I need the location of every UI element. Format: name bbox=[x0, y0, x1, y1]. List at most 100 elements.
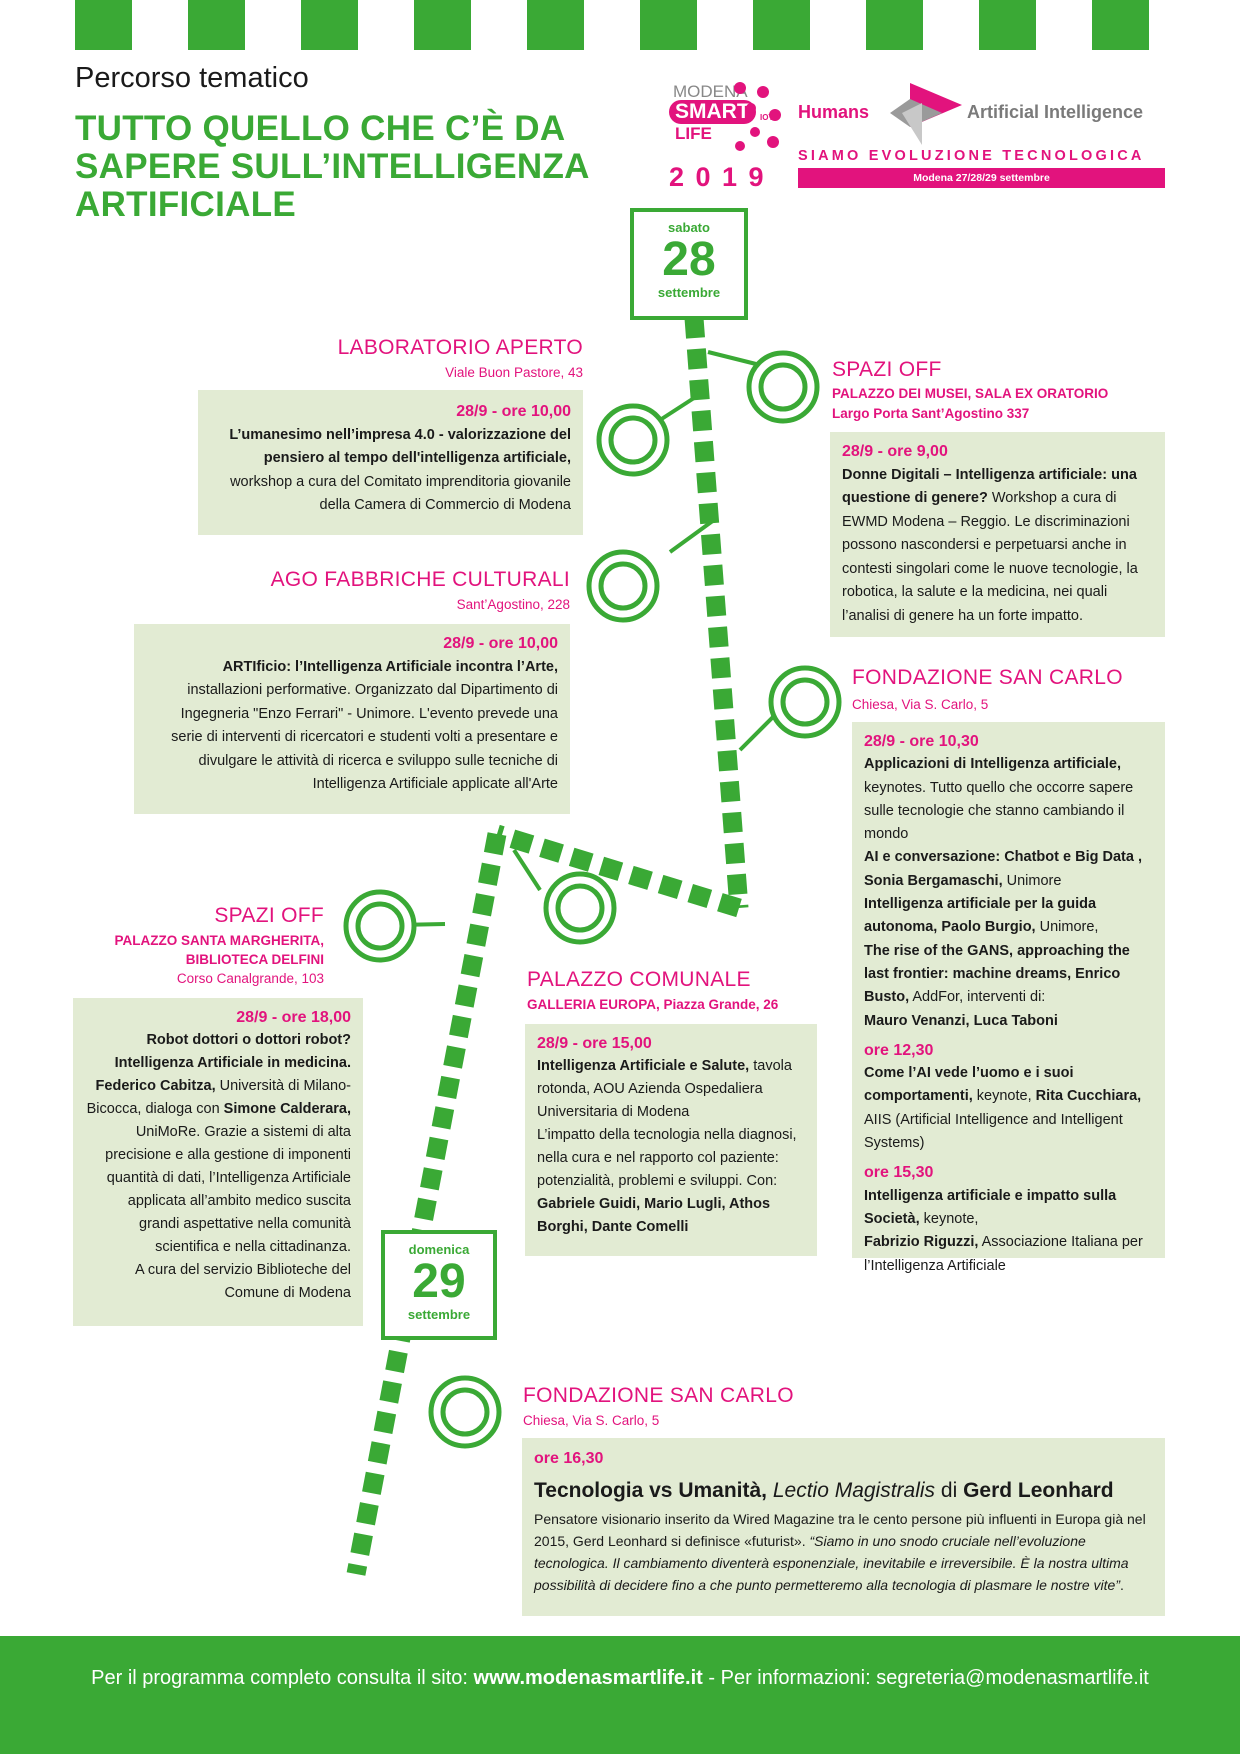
ev7-time: ore 16,30 bbox=[534, 1450, 604, 1467]
ev7-address: Chiesa, Via S. Carlo, 5 bbox=[523, 1413, 660, 1428]
ev3-time: 28/9 - ore 10,00 bbox=[443, 635, 558, 652]
ev4-t3b: keynote, bbox=[919, 1210, 979, 1227]
ev1-time: 28/9 - ore 10,00 bbox=[456, 403, 571, 420]
footer-bar: Per il programma completo consulta il si… bbox=[0, 1636, 1240, 1754]
ev4-t3a: Intelligenza artificiale e impatto sulla… bbox=[864, 1187, 1117, 1227]
ev3-address: Sant’Agostino, 228 bbox=[456, 597, 570, 612]
ev6-names: Gabriele Guidi, Mario Lugli, Athos Borgh… bbox=[537, 1196, 771, 1235]
ev7-box: ore 16,30 Tecnologia vs Umanità, Lectio … bbox=[522, 1438, 1165, 1616]
ev4-time-1: 28/9 - ore 10,30 bbox=[864, 733, 979, 750]
ev4-t2c: Rita Cucchiara, bbox=[1035, 1088, 1142, 1105]
ev3-title: ARTIficio: l’Intelligenza Artificiale in… bbox=[222, 658, 558, 675]
ev4-t1i: AddFor, interventi di: bbox=[909, 989, 1046, 1006]
logo-ai: Artificial Intelligence bbox=[967, 102, 1144, 122]
ev4-venue: FONDAZIONE SAN CARLO bbox=[852, 666, 1123, 689]
ev2-venue: SPAZI OFF bbox=[832, 358, 942, 381]
ev5-box: 28/9 - ore 18,00 Robot dottori o dottori… bbox=[73, 998, 363, 1326]
ev2-box: 28/9 - ore 9,00 Donne Digitali – Intelli… bbox=[830, 432, 1165, 637]
logo-icons bbox=[734, 82, 781, 151]
ev4-t1h: The rise of the GANS, approaching the la… bbox=[864, 942, 1130, 1006]
ev6-title: Intelligenza Artificiale e Salute, bbox=[537, 1058, 750, 1074]
ev1-box: 28/9 - ore 10,00 L’umanesimo nell’impres… bbox=[198, 390, 583, 535]
ev4-t1j: Mauro Venanzi, Luca Taboni bbox=[864, 1012, 1058, 1029]
ev1-venue: LABORATORIO APERTO bbox=[337, 336, 583, 359]
ev4-t1e: Unimore bbox=[1002, 872, 1062, 889]
logo-modena: MODENA bbox=[673, 82, 748, 101]
ev2-title: Donne Digitali – Intelligenza artificial… bbox=[842, 466, 1137, 507]
ev4-t3c: Fabrizio Riguzzi, bbox=[864, 1234, 979, 1251]
ev5-p3: Simone Calderara, bbox=[223, 1101, 351, 1117]
ev6-desc: tavola rotonda, AOU Azienda Ospedaliera … bbox=[537, 1058, 792, 1120]
ev4-t1d: Sonia Bergamaschi, bbox=[864, 872, 1003, 889]
date2-month: settembre bbox=[407, 1307, 471, 1322]
footer-prefix: Per il programma completo consulta il si… bbox=[91, 1667, 474, 1689]
ev4-t1b: keynotes. Tutto quello che occorre saper… bbox=[864, 779, 1134, 843]
ev7-h3: di bbox=[935, 1479, 964, 1502]
top-stripe bbox=[75, 0, 1165, 50]
ev6-time: 28/9 - ore 15,00 bbox=[537, 1035, 652, 1052]
ev4-t1g: Unimore, bbox=[1035, 919, 1099, 936]
logo-year: 2 0 1 9 bbox=[669, 162, 766, 192]
date2-weekday: domenica bbox=[408, 1242, 470, 1257]
logo-tagline: SIAMO EVOLUZIONE TECNOLOGICA bbox=[798, 148, 1145, 164]
ev7-quote: “Siamo in uno snodo cruciale nell’evoluz… bbox=[534, 1533, 1129, 1593]
date1-weekday: sabato bbox=[668, 220, 710, 235]
ev7-end: . bbox=[1120, 1577, 1124, 1593]
ev5-address-3: Corso Canalgrande, 103 bbox=[176, 971, 324, 986]
modena-smart-life-logo: MODENA SMART LIFE IOT 2 0 1 9 bbox=[665, 80, 785, 192]
ev7-h4: Gerd Leonhard bbox=[963, 1479, 1114, 1502]
ev5-p1: Federico Cabitza, bbox=[95, 1078, 216, 1094]
logo-humans: Humans bbox=[798, 102, 870, 122]
humans-ai-arrow-logo bbox=[890, 83, 962, 145]
ev4-box: 28/9 - ore 10,30 Applicazioni di Intelli… bbox=[852, 722, 1165, 1274]
ev4-time-3: ore 15,30 bbox=[864, 1164, 934, 1182]
ev5-title: Robot dottori o dottori robot? Intellige… bbox=[114, 1032, 351, 1071]
ev2-desc: Workshop a cura di EWMD Modena – Reggio.… bbox=[842, 490, 1138, 624]
ev5-time: 28/9 - ore 18,00 bbox=[236, 1009, 351, 1026]
footer-info: - Per informazioni: segreteria@modenasma… bbox=[702, 1667, 1149, 1689]
ev5-venue: SPAZI OFF bbox=[214, 904, 324, 927]
title-line-3: ARTIFICIALE bbox=[75, 185, 297, 224]
logo-life: LIFE bbox=[675, 124, 712, 143]
ev1-title: L’umanesimo nell’impresa 4.0 - valorizza… bbox=[229, 426, 571, 467]
ev6-desc2: L’impatto della tecnologia nella diagnos… bbox=[537, 1127, 797, 1189]
logo-smart: SMART bbox=[669, 100, 756, 124]
ev5-address-2: BIBLIOTECA DELFINI bbox=[185, 952, 324, 967]
ev7-h2: Lectio Magistralis bbox=[767, 1479, 936, 1502]
ev1-desc: workshop a cura del Comitato imprenditor… bbox=[230, 473, 571, 514]
ev7-desc: Pensatore visionario inserito da Wired M… bbox=[534, 1511, 1146, 1549]
ev3-box: 28/9 - ore 10,00 ARTIficio: l’Intelligen… bbox=[134, 624, 570, 814]
ev3-desc: installazioni performative. Organizzato … bbox=[171, 682, 558, 792]
ev5-p5: A cura del servizio Biblioteche del Comu… bbox=[134, 1262, 351, 1301]
logo-iot: IOT bbox=[760, 113, 774, 122]
title-line-2: SAPERE SULL’INTELLIGENZA bbox=[75, 147, 590, 186]
date2-number: 29 bbox=[412, 1255, 466, 1308]
date-sunday-29: domenica 29 settembre bbox=[381, 1230, 497, 1340]
ev4-t2d: AIIS (Artificial Intelligence and Intell… bbox=[864, 1111, 1123, 1152]
ev4-t1a: Applicazioni di Intelligenza artificiale… bbox=[864, 756, 1122, 773]
footer-site-link[interactable]: www.modenasmartlife.it bbox=[473, 1667, 703, 1689]
ev2-address-2: Largo Porta Sant’Agostino 337 bbox=[832, 406, 1030, 421]
ev5-p2: Università di Milano-Bicocca, dialoga co… bbox=[86, 1078, 351, 1117]
ev4-t2a: Come l’AI vede l’uomo e i suoi comportam… bbox=[864, 1065, 1074, 1105]
ev7-h1: Tecnologia vs Umanità, bbox=[534, 1479, 767, 1502]
header-title: TUTTO QUELLO CHE C’È DA SAPERE SULL’INTE… bbox=[75, 110, 590, 224]
ev5-address-1: PALAZZO SANTA MARGHERITA, bbox=[114, 933, 324, 948]
ev7-venue: FONDAZIONE SAN CARLO bbox=[523, 1384, 794, 1407]
ev4-time-2: ore 12,30 bbox=[864, 1041, 934, 1059]
ev2-time: 28/9 - ore 9,00 bbox=[842, 443, 948, 460]
ev4-t3d: Associazione Italiana per l’Intelligenza… bbox=[864, 1234, 1143, 1274]
ev3-venue: AGO FABBRICHE CULTURALI bbox=[270, 568, 570, 591]
title-line-1: TUTTO QUELLO CHE C’È DA bbox=[75, 109, 566, 148]
ev1-address: Viale Buon Pastore, 43 bbox=[445, 365, 583, 380]
date-saturday-28: sabato 28 settembre bbox=[630, 208, 748, 320]
ev4-t2b: keynote, bbox=[972, 1088, 1036, 1105]
ev5-p4: UniMoRe. Grazie a sistemi di alta precis… bbox=[105, 1124, 351, 1255]
ev6-box: 28/9 - ore 15,00 Intelligenza Artificial… bbox=[525, 1024, 817, 1256]
ev6-venue: PALAZZO COMUNALE bbox=[527, 968, 751, 991]
ev2-address-1: PALAZZO DEI MUSEI, SALA EX ORATORIO bbox=[832, 386, 1109, 401]
date1-month: settembre bbox=[657, 285, 721, 300]
ev6-address: GALLERIA EUROPA, Piazza Grande, 26 bbox=[527, 997, 779, 1012]
logo-dates-bar: Modena 27/28/29 settembre bbox=[798, 168, 1165, 188]
date1-number: 28 bbox=[662, 233, 716, 286]
